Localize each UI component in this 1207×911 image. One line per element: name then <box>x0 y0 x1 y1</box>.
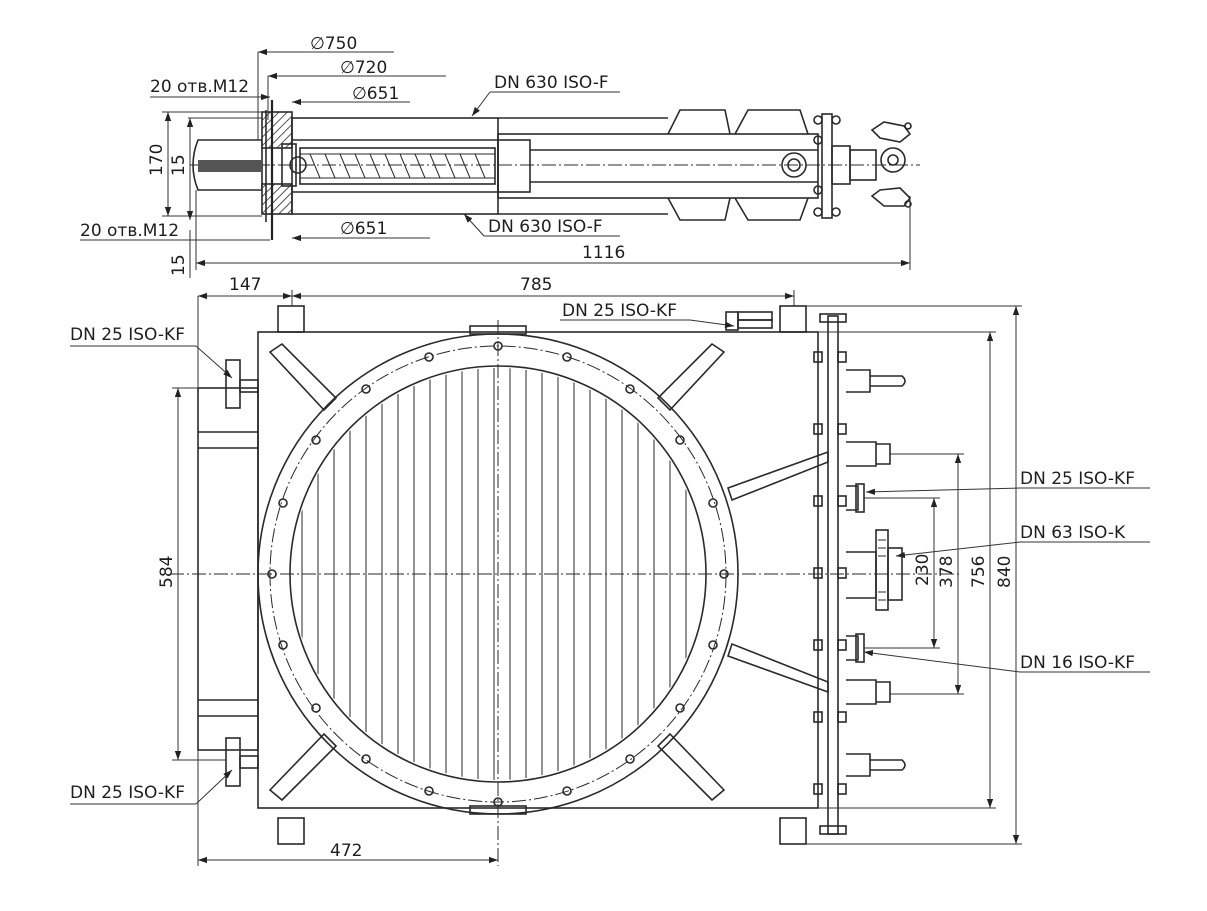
right-column-cap-top <box>819 313 847 323</box>
right-column-cap-bottom <box>819 825 847 835</box>
label-w785: 785 <box>520 275 552 295</box>
top-view: ∅750 ∅720 ∅651 ∅651 20 отв.M12 20 отв.M1… <box>80 34 920 278</box>
screw-thread <box>300 153 495 179</box>
label-len1116: 1116 <box>582 243 625 263</box>
label-h584: 584 <box>157 556 177 588</box>
label-h15-outer: 15 <box>169 254 189 276</box>
label-holes-bottom: 20 отв.M12 <box>80 221 179 241</box>
screw-housing <box>299 147 496 185</box>
label-port-right-dn16: DN 16 ISO-KF <box>1020 653 1135 673</box>
callout-dn16-arrow <box>863 650 1021 673</box>
drive-clamp <box>849 121 912 208</box>
actuator-body <box>497 133 819 199</box>
callout-dn25-arrow <box>865 487 1021 495</box>
left-extension <box>197 387 259 751</box>
wing-bottom-left <box>667 197 731 221</box>
front-view: 147 785 472 584 230 378 756 840 DN 25 IS… <box>70 275 1150 866</box>
callout-top-right-arrow <box>689 319 735 328</box>
label-holes-top: 20 отв.M12 <box>150 77 249 97</box>
label-w147: 147 <box>229 275 261 295</box>
label-port-right-dn63: DN 63 ISO-K <box>1020 523 1126 543</box>
label-d651-top: ∅651 <box>352 84 399 104</box>
mid-block <box>497 139 531 193</box>
dn630-bottom-arrow <box>463 213 485 237</box>
label-h840: 840 <box>995 556 1015 588</box>
foot-bottom-right <box>779 817 807 845</box>
top-right-port <box>725 311 773 331</box>
right-flange-bolts <box>813 115 841 217</box>
foot-top-right <box>779 305 807 333</box>
label-port-bottom-left: DN 25 ISO-KF <box>70 783 185 803</box>
screw-head <box>289 156 307 174</box>
sight-port <box>781 152 807 178</box>
sight-port-inner <box>787 158 801 172</box>
left-cap <box>192 139 263 191</box>
callout-top-left-arrow <box>195 345 233 379</box>
foot-top-left <box>277 305 305 333</box>
label-w472: 472 <box>330 841 362 861</box>
diagonal-braces <box>268 342 829 802</box>
label-port-top-right: DN 25 ISO-KF <box>562 301 677 321</box>
callout-dn63-arrow <box>895 541 1021 559</box>
callout-bottom-left-arrow <box>195 769 233 805</box>
label-h378: 378 <box>937 556 957 588</box>
side-ports <box>846 369 906 777</box>
gate-plate <box>281 143 297 187</box>
gate-slats <box>301 368 687 780</box>
label-h170: 170 <box>147 144 167 176</box>
valve-frame <box>257 331 819 809</box>
tube-body <box>291 117 499 215</box>
label-dn630-top: DN 630 ISO-F <box>494 73 609 93</box>
foot-bottom-left <box>277 817 305 845</box>
right-column <box>827 315 839 835</box>
label-h756: 756 <box>969 556 989 588</box>
flange-bottom-hatch <box>261 183 293 215</box>
label-d750: ∅750 <box>310 34 357 54</box>
label-d651-bottom: ∅651 <box>340 219 387 239</box>
right-column-bolts <box>813 351 847 795</box>
left-cap-core <box>198 160 262 172</box>
label-port-top-left: DN 25 ISO-KF <box>70 325 185 345</box>
label-dn630-bottom: DN 630 ISO-F <box>488 217 603 237</box>
wing-bottom-right <box>734 197 809 221</box>
wing-top-left <box>667 109 731 135</box>
dn630-top-arrow <box>471 91 491 117</box>
left-ports <box>225 359 259 787</box>
label-h230: 230 <box>913 554 933 586</box>
wing-top-right <box>734 109 809 135</box>
right-flange <box>821 113 833 219</box>
label-h15-inner: 15 <box>169 154 189 176</box>
label-d720: ∅720 <box>340 58 387 78</box>
label-port-right-dn25: DN 25 ISO-KF <box>1020 469 1135 489</box>
